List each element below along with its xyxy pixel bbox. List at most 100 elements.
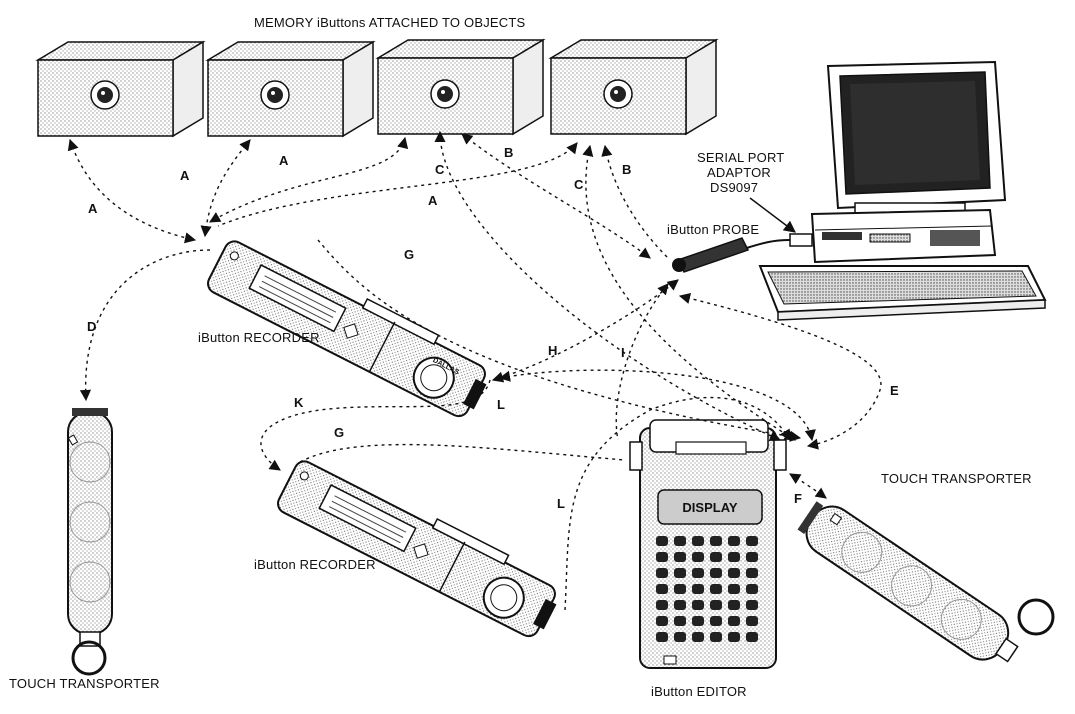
keypad-key — [728, 536, 740, 546]
ibutton-editor — [629, 419, 787, 669]
keypad-key — [710, 632, 722, 642]
keypad — [656, 536, 758, 642]
ibutton-icon — [603, 79, 633, 109]
keypad-key — [674, 584, 686, 594]
path-letter-c1: C — [435, 162, 445, 177]
keypad-key — [746, 632, 758, 642]
keypad-key — [656, 632, 668, 642]
connection-paths — [67, 130, 882, 611]
path-letter-a1: A — [88, 201, 98, 216]
path-g-2 — [299, 443, 626, 463]
keypad-key — [656, 568, 668, 578]
path-e — [678, 292, 882, 450]
recorder-top — [207, 240, 487, 418]
path-letter-a3: A — [279, 153, 289, 168]
adaptor-label-line2: ADAPTOR — [707, 165, 772, 180]
keypad-key — [728, 552, 740, 562]
path-g-1 — [317, 239, 802, 442]
editor-label: iButton EDITOR — [651, 684, 747, 699]
ibutton-icon — [430, 79, 460, 109]
keypad-key — [746, 568, 758, 578]
path-a-3 — [209, 136, 409, 223]
keypad-key — [674, 552, 686, 562]
keypad-key — [746, 552, 758, 562]
adaptor-label-line1: SERIAL PORT — [697, 150, 785, 165]
keypad-key — [746, 616, 758, 626]
system-unit — [810, 208, 997, 264]
keypad-key — [656, 536, 668, 546]
recorder-bottom-label: iButton RECORDER — [254, 557, 376, 572]
path-b-2 — [601, 144, 669, 259]
keypad-key — [746, 584, 758, 594]
path-letter-a4: A — [428, 193, 438, 208]
keypad-key — [710, 584, 722, 594]
path-l — [498, 369, 816, 442]
transporter-left-label: TOUCH TRANSPORTER — [9, 676, 160, 691]
transporter-right-label: TOUCH TRANSPORTER — [881, 471, 1032, 486]
path-h — [491, 279, 679, 383]
ibutton-icon — [260, 80, 290, 110]
object-box-1 — [35, 40, 206, 138]
keypad-key — [674, 536, 686, 546]
keypad-key — [746, 536, 758, 546]
keypad-key — [692, 600, 704, 610]
path-letter-h: H — [548, 343, 558, 358]
touch-transporter-left — [67, 408, 113, 676]
keypad-key — [728, 584, 740, 594]
keypad-key — [710, 568, 722, 578]
keyring-icon — [1017, 598, 1055, 636]
path-letter-l1: L — [497, 397, 505, 412]
touch-transporter-right — [797, 501, 1019, 663]
keypad-key — [710, 600, 722, 610]
keypad-key — [728, 632, 740, 642]
path-a-2 — [200, 139, 251, 238]
path-c-2 — [582, 144, 796, 441]
keypad-key — [692, 568, 704, 578]
keypad-key — [692, 632, 704, 642]
path-letter-i: I — [621, 345, 625, 360]
path-i — [615, 283, 669, 441]
path-l-2 — [564, 396, 791, 611]
path-letter-g2: G — [334, 425, 345, 440]
recorder-top-label: iButton RECORDER — [198, 330, 320, 345]
path-letter-a2: A — [180, 168, 190, 183]
object-box-3 — [375, 38, 546, 136]
probe-label: iButton PROBE — [667, 222, 760, 237]
keyboard — [758, 265, 1047, 321]
serial-port-adaptor — [789, 233, 813, 247]
keypad-key — [674, 600, 686, 610]
path-letter-f: F — [794, 491, 802, 506]
path-letter-c2: C — [574, 177, 584, 192]
path-letter-k: K — [294, 395, 304, 410]
keypad-key — [692, 536, 704, 546]
keypad-key — [674, 616, 686, 626]
keypad-key — [656, 552, 668, 562]
display-label: DISPLAY — [682, 500, 737, 515]
path-d — [79, 249, 211, 402]
recorder-bottom — [277, 460, 557, 638]
keypad-key — [674, 568, 686, 578]
monitor — [826, 60, 1007, 216]
path-a-1 — [67, 138, 197, 244]
path-letter-b1: B — [504, 145, 514, 160]
path-a-4 — [217, 142, 578, 227]
keypad-key — [692, 552, 704, 562]
path-b-1 — [461, 133, 651, 259]
object-box-2 — [205, 40, 376, 138]
keypad-key — [656, 616, 668, 626]
path-letter-b2: B — [622, 162, 632, 177]
keypad-key — [674, 632, 686, 642]
keypad-key — [692, 616, 704, 626]
keypad-key — [692, 584, 704, 594]
ibutton-icon — [90, 80, 120, 110]
keypad-key — [728, 616, 740, 626]
path-letter-l2: L — [557, 496, 565, 511]
path-letter-e: E — [890, 383, 899, 398]
keypad-key — [710, 536, 722, 546]
keypad-key — [746, 600, 758, 610]
keypad-key — [728, 568, 740, 578]
page-title: MEMORY iButtons ATTACHED TO OBJECTS — [254, 15, 526, 30]
path-letter-d: D — [87, 319, 97, 334]
keypad-key — [656, 600, 668, 610]
display-panel — [657, 489, 763, 525]
